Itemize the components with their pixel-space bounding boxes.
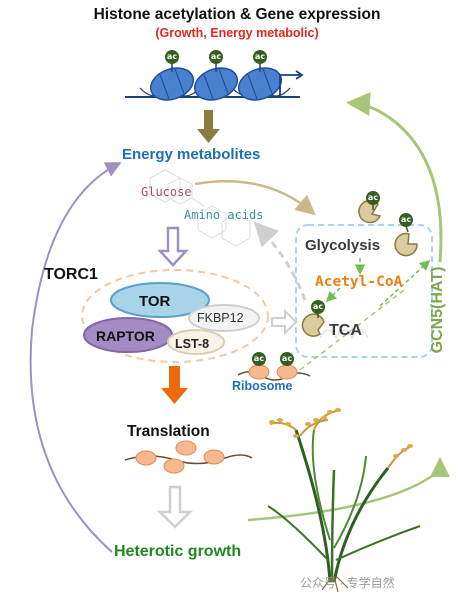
arrow-gcn5-to-histones (346, 92, 443, 263)
translation-label: Translation (127, 423, 210, 440)
acetylated-proteins (301, 199, 418, 337)
gcn5-hat-text: GCN5(HAT) (429, 266, 446, 354)
glycolysis-label: Glycolysis (305, 237, 381, 254)
nucleosome (193, 67, 239, 101)
transcription-start-arrow (279, 74, 300, 97)
torc1-boundary (81, 269, 269, 363)
watermark: 公众号 · 专学自然 (300, 576, 395, 590)
arrow-metabolites-to-glycolysis (194, 180, 316, 216)
tor-label: TOR (139, 293, 171, 310)
metabolite-structures (139, 169, 251, 247)
amino-acids-label: Amino acids (184, 208, 264, 222)
diagram-subtitle: (Growth, Energy metabolic) (155, 26, 319, 40)
ribosome-structure (237, 289, 405, 381)
acetyl-marker: ac (366, 191, 380, 205)
energy-metabolites-label: Energy metabolites (122, 146, 261, 163)
arrow-tca-to-amino-acids (253, 221, 307, 301)
ribosome-to-acetyl-coa (299, 289, 405, 371)
arrow-growth-to-energy-metabolites (29, 162, 122, 553)
acetyl-coa-to-acetylation (379, 259, 431, 307)
torc1-label: TORC1 (44, 266, 98, 283)
lst8-label: LST-8 (175, 337, 210, 351)
acetyl-marker: ac (399, 213, 413, 227)
arrow-chromatin-to-metabolites (197, 110, 220, 143)
glucose-label: Glucose (141, 185, 192, 199)
mitochondrion-crest (319, 329, 369, 340)
metabolism-box (295, 224, 433, 358)
rice-plant-illustration (267, 408, 421, 593)
nucleosome (149, 67, 195, 101)
arrow-translation-to-growth (156, 485, 194, 529)
acetyl-marker: ac (209, 50, 223, 64)
diagram-title: Histone acetylation & Gene expression (93, 6, 381, 23)
arrow-metabolites-to-torc1 (157, 226, 189, 267)
acetyl-marker: ac (252, 352, 266, 366)
arrow-torc1-to-translation (161, 366, 188, 404)
arrow-growth-to-gcn5 (247, 457, 450, 522)
nucleosome (237, 67, 283, 101)
fkbp12-shape (188, 304, 260, 332)
heterotic-growth-label: Heterotic growth (114, 543, 242, 560)
raptor-label: RAPTOR (96, 328, 155, 344)
fkbp12-label: FKBP12 (197, 311, 244, 325)
chromatin-nucleosomes (125, 64, 304, 101)
torc1-complex (81, 269, 269, 363)
acetyl-marker: ac (253, 50, 267, 64)
acetyl-marker: ac (311, 300, 325, 314)
acetyl-marker: ac (165, 50, 179, 64)
lst8-shape (167, 329, 225, 355)
ribosome-label: Ribosome (232, 379, 293, 393)
acetyl-marker: ac (280, 352, 294, 366)
tca-label: TCA (329, 322, 362, 339)
translation-polysomes (124, 440, 253, 474)
arrow-torc1-to-tca (271, 308, 298, 336)
acetyl-coa-label: Acetyl-CoA (315, 274, 403, 290)
tor-shape (110, 282, 210, 318)
acetyl-coa-to-tca (325, 287, 341, 303)
